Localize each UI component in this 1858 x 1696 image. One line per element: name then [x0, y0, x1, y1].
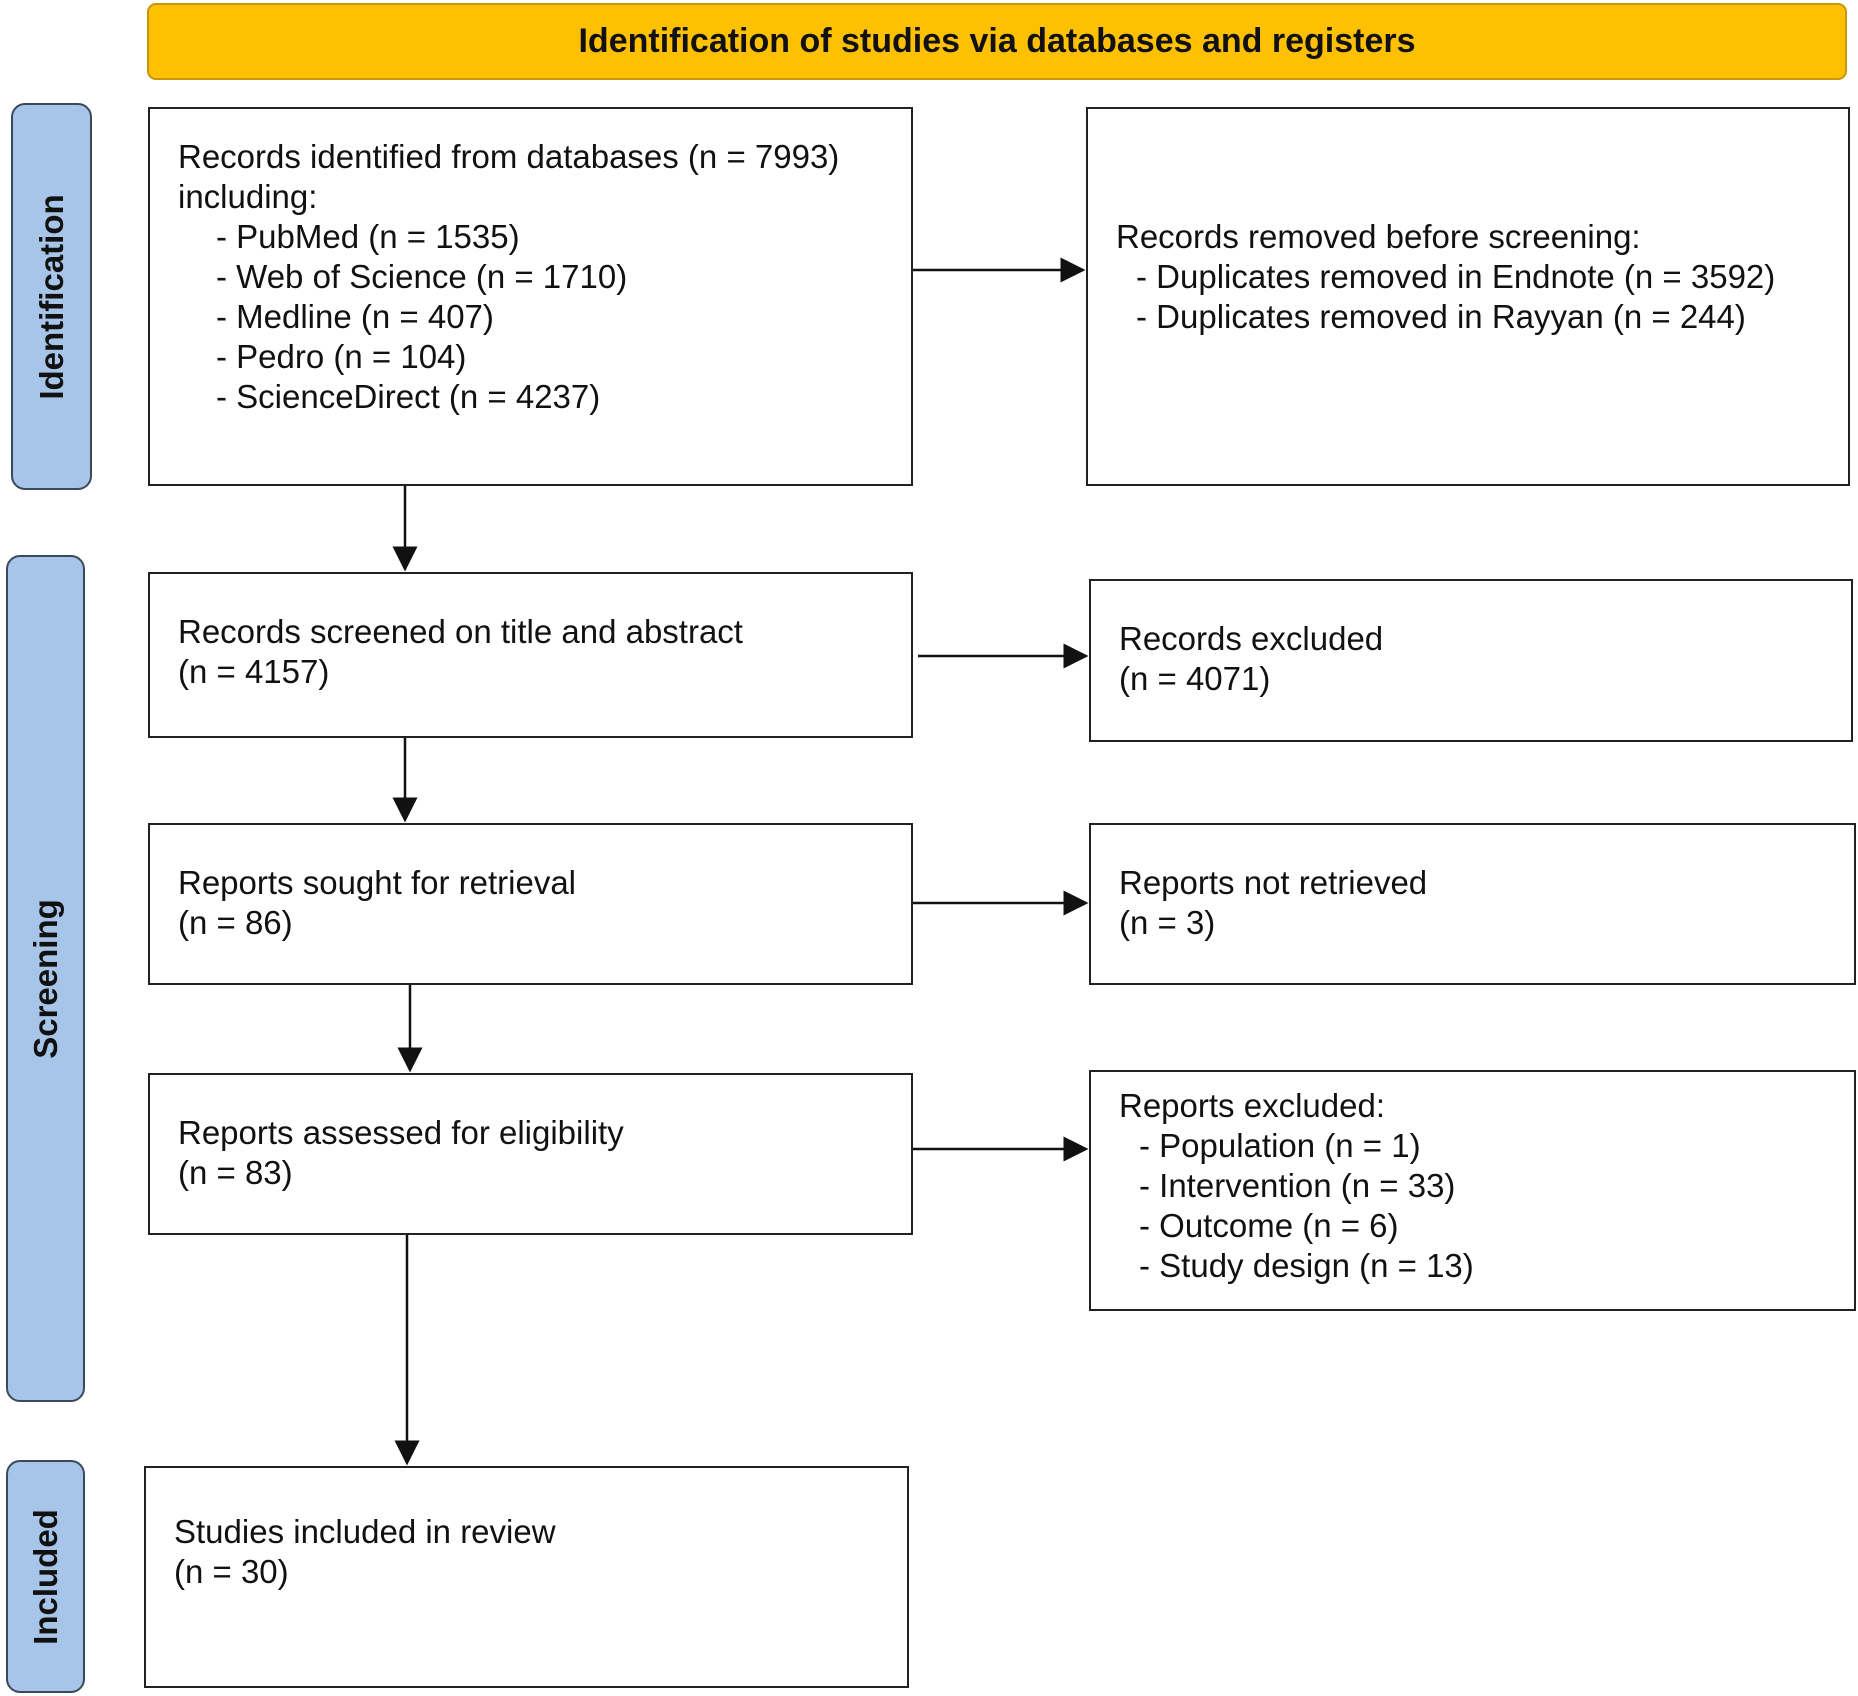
records-excluded-title: Records excluded: [1119, 620, 1384, 657]
records-identified-box: Records identified from databases (n = 7…: [148, 107, 913, 486]
stage-included: Included: [6, 1460, 85, 1693]
studies-included-title: Studies included in review: [174, 1513, 556, 1550]
studies-included-count: (n = 30): [174, 1553, 289, 1590]
stage-screening-label: Screening: [26, 898, 64, 1059]
records-identified-title: Records identified from databases (n = 7…: [178, 138, 840, 175]
records-screened-count: (n = 4157): [178, 653, 330, 690]
source-item: - Web of Science (n = 1710): [216, 258, 628, 295]
records-screened-title: Records screened on title and abstract: [178, 613, 743, 650]
exclusion-reason-item: - Study design (n = 13): [1139, 1247, 1474, 1284]
records-removed-box: Records removed before screening: - Dupl…: [1086, 107, 1850, 486]
source-item: - PubMed (n = 1535): [216, 218, 520, 255]
stage-identification: Identification: [11, 103, 92, 490]
exclusion-reason-item: - Population (n = 1): [1139, 1127, 1421, 1164]
studies-included-box: Studies included in review (n = 30): [144, 1466, 909, 1688]
reports-not-retrieved-title: Reports not retrieved: [1119, 864, 1428, 901]
records-excluded-count: (n = 4071): [1119, 660, 1271, 697]
reports-sought-title: Reports sought for retrieval: [178, 864, 577, 901]
source-item: - Medline (n = 407): [216, 298, 494, 335]
stage-included-label: Included: [26, 1508, 64, 1645]
removed-item: - Duplicates removed in Endnote (n = 359…: [1136, 258, 1776, 295]
stage-identification-label: Identification: [32, 193, 70, 400]
reports-sought-box: Reports sought for retrieval (n = 86): [148, 823, 913, 985]
source-item: - ScienceDirect (n = 4237): [216, 378, 601, 415]
exclusion-reason-item: - Intervention (n = 33): [1139, 1167, 1456, 1204]
exclusion-reason-item: - Outcome (n = 6): [1139, 1207, 1399, 1244]
records-excluded-box: Records excluded (n = 4071): [1089, 579, 1853, 742]
records-screened-box: Records screened on title and abstract (…: [148, 572, 913, 738]
stage-screening: Screening: [6, 555, 85, 1402]
header-title: Identification of studies via databases …: [578, 22, 1416, 60]
source-item: - Pedro (n = 104): [216, 338, 467, 375]
reports-sought-count: (n = 86): [178, 904, 293, 941]
reports-excluded-box: Reports excluded: - Population (n = 1) -…: [1089, 1070, 1856, 1311]
reports-excluded-title: Reports excluded:: [1119, 1087, 1385, 1124]
records-identified-subtitle: including:: [178, 178, 318, 215]
reports-not-retrieved-box: Reports not retrieved (n = 3): [1089, 823, 1856, 985]
diagram-header: Identification of studies via databases …: [147, 3, 1847, 80]
reports-assessed-box: Reports assessed for eligibility (n = 83…: [148, 1073, 913, 1235]
reports-not-retrieved-count: (n = 3): [1119, 904, 1216, 941]
reports-assessed-title: Reports assessed for eligibility: [178, 1114, 624, 1151]
removed-item: - Duplicates removed in Rayyan (n = 244): [1136, 298, 1746, 335]
reports-assessed-count: (n = 83): [178, 1154, 293, 1191]
records-removed-title: Records removed before screening:: [1116, 218, 1641, 255]
